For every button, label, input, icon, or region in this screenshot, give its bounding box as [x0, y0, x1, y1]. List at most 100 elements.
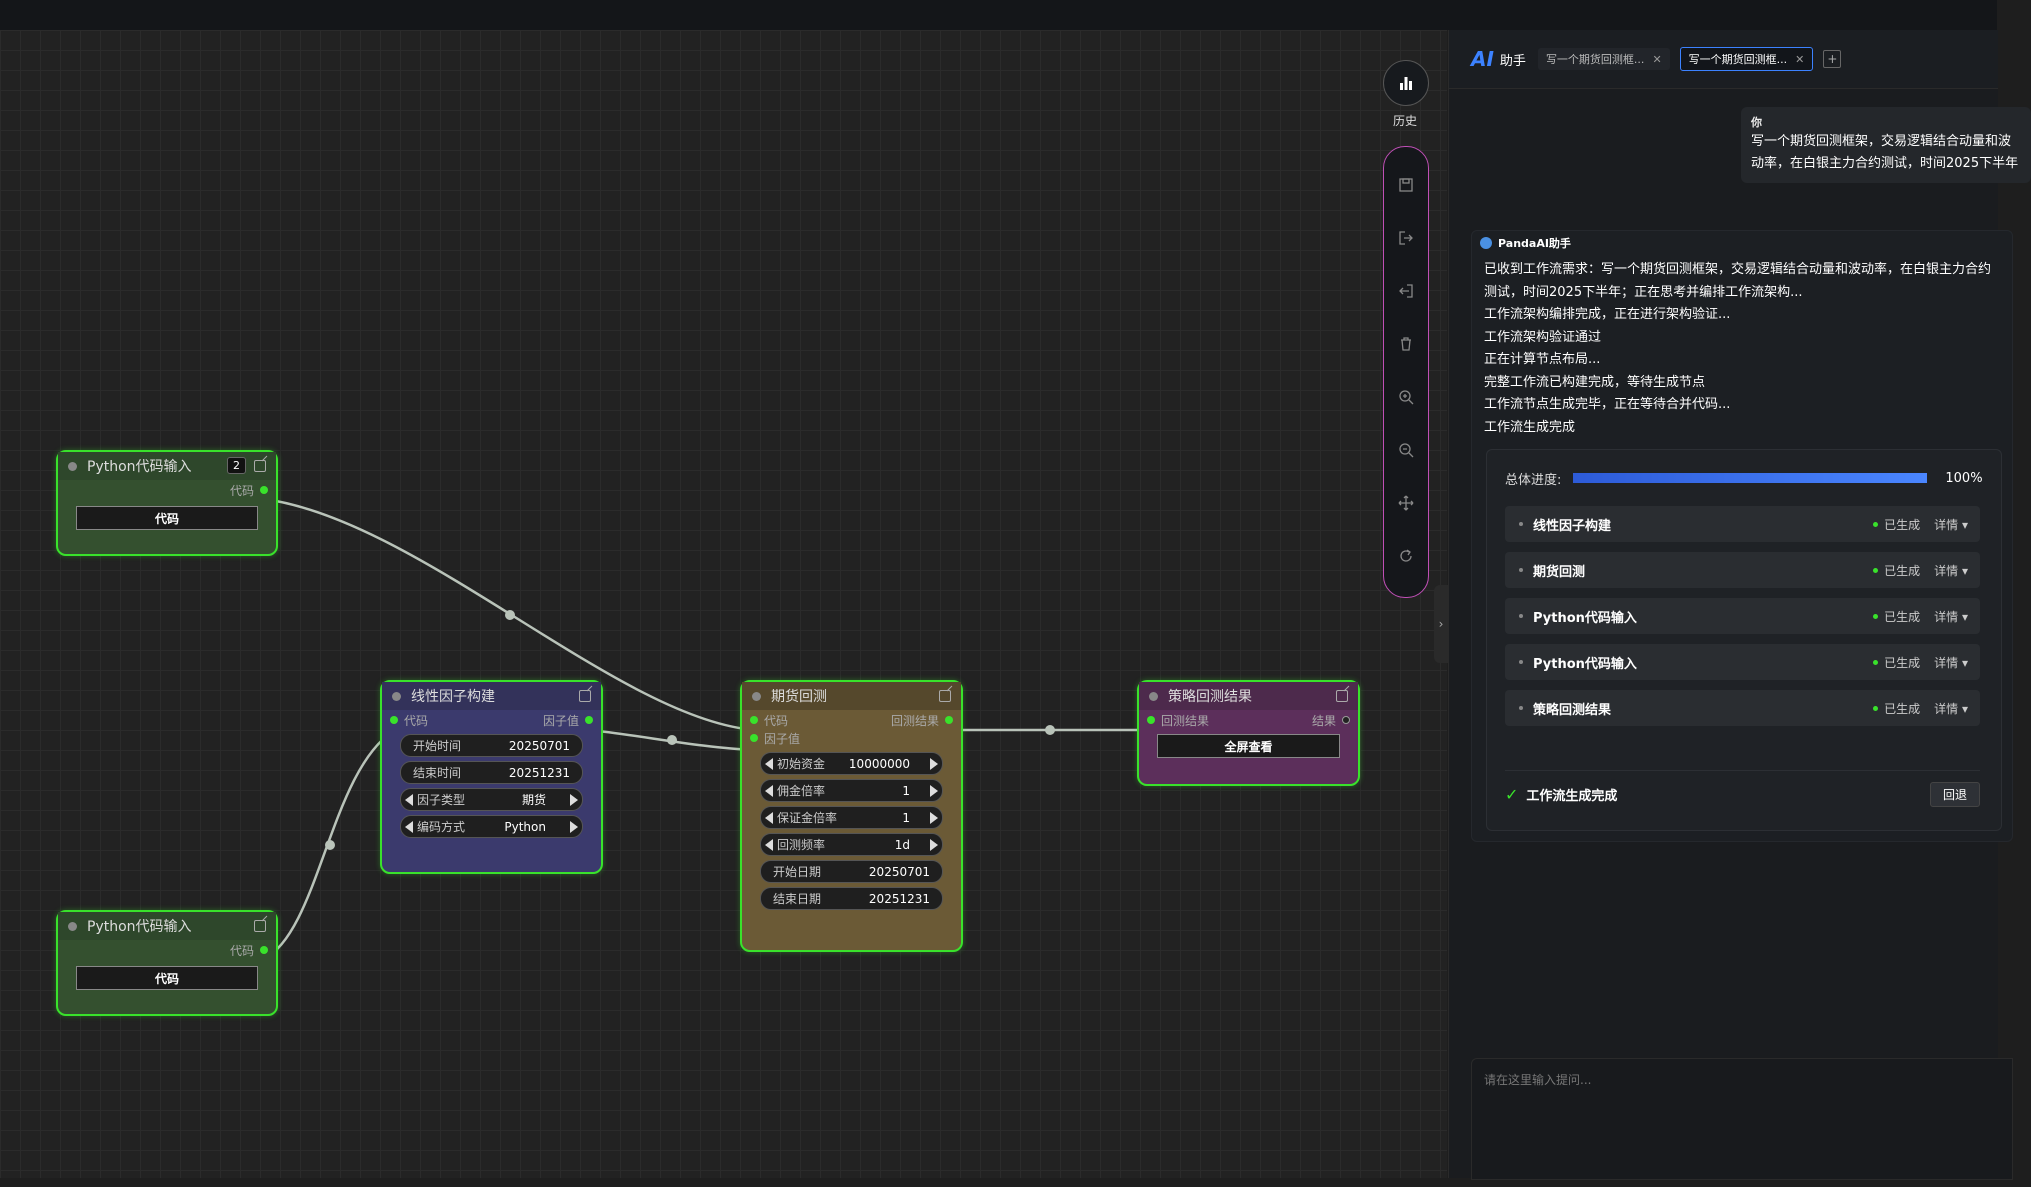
- input-port[interactable]: [390, 716, 398, 724]
- add-tab-button[interactable]: +: [1823, 50, 1842, 68]
- input-port[interactable]: [750, 716, 758, 724]
- chevron-left-icon[interactable]: [405, 820, 413, 833]
- output-port[interactable]: [585, 716, 593, 724]
- fit-view-icon[interactable]: [1398, 495, 1414, 511]
- close-icon[interactable]: ✕: [1652, 52, 1662, 66]
- history-label: 历史: [1392, 114, 1417, 128]
- node-header[interactable]: 策略回测结果: [1139, 682, 1358, 710]
- edit-icon[interactable]: [579, 690, 591, 702]
- refresh-icon[interactable]: [1398, 548, 1414, 564]
- chevron-right-icon[interactable]: [570, 820, 578, 833]
- panel-title: 助手: [1499, 53, 1526, 69]
- field-label: 开始日期: [773, 865, 822, 879]
- node-title: Python代码输入: [87, 459, 192, 475]
- zoom-in-icon[interactable]: [1398, 389, 1414, 405]
- chevron-left-icon[interactable]: [765, 811, 773, 824]
- delete-icon[interactable]: [1398, 336, 1414, 352]
- code-button[interactable]: 代码: [76, 966, 258, 990]
- chevron-left-icon[interactable]: [405, 793, 413, 806]
- save-icon[interactable]: [1398, 177, 1414, 193]
- edit-icon[interactable]: [254, 920, 266, 932]
- chat-input-area[interactable]: [1471, 1058, 2013, 1180]
- status-dot: [68, 921, 77, 931]
- fullscreen-button[interactable]: 全屏查看: [1157, 734, 1340, 758]
- node-python-input-1[interactable]: Python代码输入 2 代码 代码: [56, 450, 278, 556]
- close-icon[interactable]: ✕: [1795, 52, 1805, 66]
- plus-icon: +: [1827, 52, 1838, 66]
- chevron-left-icon[interactable]: [765, 838, 773, 851]
- input-port[interactable]: [750, 734, 758, 742]
- details-toggle[interactable]: 详情 ▾: [1934, 563, 1968, 578]
- output-port[interactable]: [260, 946, 268, 954]
- node-python-input-2[interactable]: Python代码输入 代码 代码: [56, 910, 278, 1016]
- chevron-left-icon[interactable]: [765, 757, 773, 770]
- task-item[interactable]: Python代码输入已生成详情 ▾: [1505, 598, 1980, 634]
- output-port[interactable]: [1342, 716, 1350, 724]
- code-button[interactable]: 代码: [76, 506, 258, 530]
- task-item[interactable]: 策略回测结果已生成详情 ▾: [1505, 690, 1980, 726]
- task-item[interactable]: 线性因子构建已生成详情 ▾: [1505, 506, 1980, 542]
- rollback-button[interactable]: 回退: [1929, 781, 1980, 807]
- status-dot: [752, 691, 761, 701]
- port-label: 因子值: [542, 713, 579, 728]
- user-name: 你: [1751, 116, 1762, 129]
- node-header[interactable]: Python代码输入 2: [58, 452, 276, 480]
- chat-input[interactable]: [1482, 1069, 2006, 1173]
- chevron-right-icon[interactable]: [930, 784, 938, 797]
- history-button[interactable]: [1383, 60, 1429, 106]
- user-message: 你 写一个期货回测框架，交易逻辑结合动量和波动率，在白银主力合约测试，时间202…: [1741, 107, 2031, 183]
- field-value: 1d: [894, 837, 910, 852]
- export-icon[interactable]: [1398, 230, 1414, 246]
- output-port[interactable]: [945, 716, 953, 724]
- task-item[interactable]: 期货回测已生成详情 ▾: [1505, 552, 1980, 588]
- chat-tab-1[interactable]: 写一个期货回测框... ✕: [1537, 48, 1670, 70]
- tab-label: 写一个期货回测框...: [1545, 53, 1645, 66]
- details-toggle[interactable]: 详情 ▾: [1934, 517, 1968, 532]
- edit-icon[interactable]: [1336, 690, 1348, 702]
- node-title: Python代码输入: [87, 919, 192, 935]
- task-name: 线性因子构建: [1533, 518, 1612, 534]
- ai-assistant-panel: AI 助手 写一个期货回测框...✕ 写一个期货回测框...✕ + 你 写一个期…: [1448, 30, 2031, 1180]
- input-port[interactable]: [1147, 716, 1155, 724]
- log-line: 已收到工作流需求：写一个期货回测框架，交易逻辑结合动量和波动率，在白银主力合约测…: [1484, 262, 1992, 300]
- output-port[interactable]: [260, 486, 268, 494]
- log-line: 工作流生成完成: [1484, 419, 1576, 435]
- collapse-panel-handle[interactable]: ›: [1434, 585, 1448, 663]
- port-label: 因子值: [764, 731, 801, 746]
- node-header[interactable]: 期货回测: [742, 682, 961, 710]
- node-header[interactable]: Python代码输入: [58, 912, 276, 940]
- zoom-out-icon[interactable]: [1398, 442, 1414, 458]
- details-toggle[interactable]: 详情 ▾: [1934, 701, 1968, 716]
- assistant-header: PandaAI助手: [1472, 231, 2012, 255]
- task-item[interactable]: Python代码输入已生成详情 ▾: [1505, 644, 1980, 680]
- chevron-right-icon[interactable]: [570, 793, 578, 806]
- chevron-right-icon[interactable]: [930, 838, 938, 851]
- assistant-log: 已收到工作流需求：写一个期货回测框架，交易逻辑结合动量和波动率，在白银主力合约测…: [1472, 255, 2012, 439]
- bar-chart-icon: [1400, 77, 1412, 90]
- chevron-right-icon[interactable]: [930, 757, 938, 770]
- port-label: 代码: [404, 713, 429, 728]
- details-toggle[interactable]: 详情 ▾: [1934, 655, 1968, 670]
- edit-icon[interactable]: [254, 460, 266, 472]
- node-header[interactable]: 线性因子构建: [382, 682, 601, 710]
- details-toggle[interactable]: 详情 ▾: [1934, 609, 1968, 624]
- node-strategy-result[interactable]: 策略回测结果 回测结果 结果 全屏查看: [1137, 680, 1360, 786]
- status-dot: [392, 691, 401, 701]
- edit-icon[interactable]: [939, 690, 951, 702]
- import-icon[interactable]: [1398, 283, 1414, 299]
- chat-tab-2[interactable]: 写一个期货回测框...✕: [1679, 47, 1814, 71]
- chevron-left-icon[interactable]: [765, 784, 773, 797]
- chevron-right-icon[interactable]: [930, 811, 938, 824]
- factor-type-select[interactable]: 因子类型期货: [400, 788, 583, 811]
